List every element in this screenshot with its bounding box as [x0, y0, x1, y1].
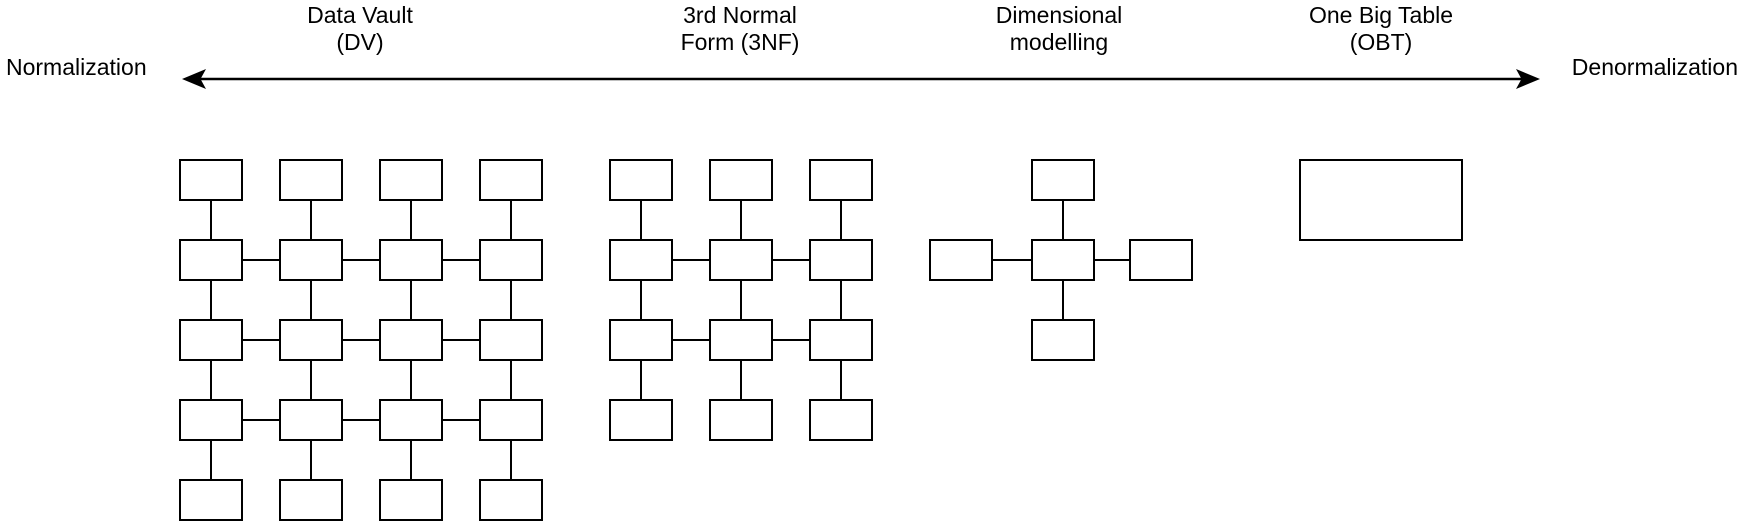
table-box [279, 319, 343, 361]
axis-label-denormalization: Denormalization [1571, 54, 1738, 80]
table-box [609, 319, 673, 361]
table-box [379, 319, 443, 361]
table-box [809, 399, 873, 441]
method-label-3nf: 3rd Normal Form (3NF) [680, 2, 800, 55]
table-box [179, 479, 243, 521]
table-box [479, 479, 543, 521]
table-box [809, 319, 873, 361]
method-label-obt: One Big Table (OBT) [1308, 2, 1454, 55]
spectrum-arrow [182, 69, 1540, 89]
diagram-obt [1299, 159, 1463, 241]
table-box [279, 239, 343, 281]
table-box [379, 239, 443, 281]
table-box [1031, 159, 1095, 201]
axis-label-normalization: Normalization [6, 54, 147, 80]
diagram-3nf [609, 159, 873, 441]
table-box [609, 239, 673, 281]
table-box [929, 239, 993, 281]
table-box [379, 479, 443, 521]
table-box [479, 319, 543, 361]
table-box [179, 319, 243, 361]
table-box [279, 399, 343, 441]
table-box [479, 239, 543, 281]
arrowhead-right-icon [1516, 69, 1540, 89]
table-box [379, 159, 443, 201]
table-box [709, 319, 773, 361]
table-box [379, 399, 443, 441]
table-box [609, 159, 673, 201]
method-label-dimensional: Dimensional modelling [995, 2, 1123, 55]
table-box [279, 159, 343, 201]
table-box [709, 239, 773, 281]
table-box [479, 159, 543, 201]
table-box [1299, 159, 1463, 241]
table-box [709, 159, 773, 201]
table-box [179, 239, 243, 281]
table-box [279, 479, 343, 521]
table-box [609, 399, 673, 441]
table-box [809, 159, 873, 201]
method-label-data-vault: Data Vault (DV) [307, 2, 413, 55]
table-box [179, 159, 243, 201]
table-box [479, 399, 543, 441]
table-box [1031, 319, 1095, 361]
table-box [179, 399, 243, 441]
diagram-data-vault [179, 159, 543, 521]
table-box [1129, 239, 1193, 281]
diagram-dimensional [929, 159, 1193, 361]
table-box [1031, 239, 1095, 281]
table-box [709, 399, 773, 441]
arrowhead-left-icon [182, 69, 206, 89]
table-box [809, 239, 873, 281]
